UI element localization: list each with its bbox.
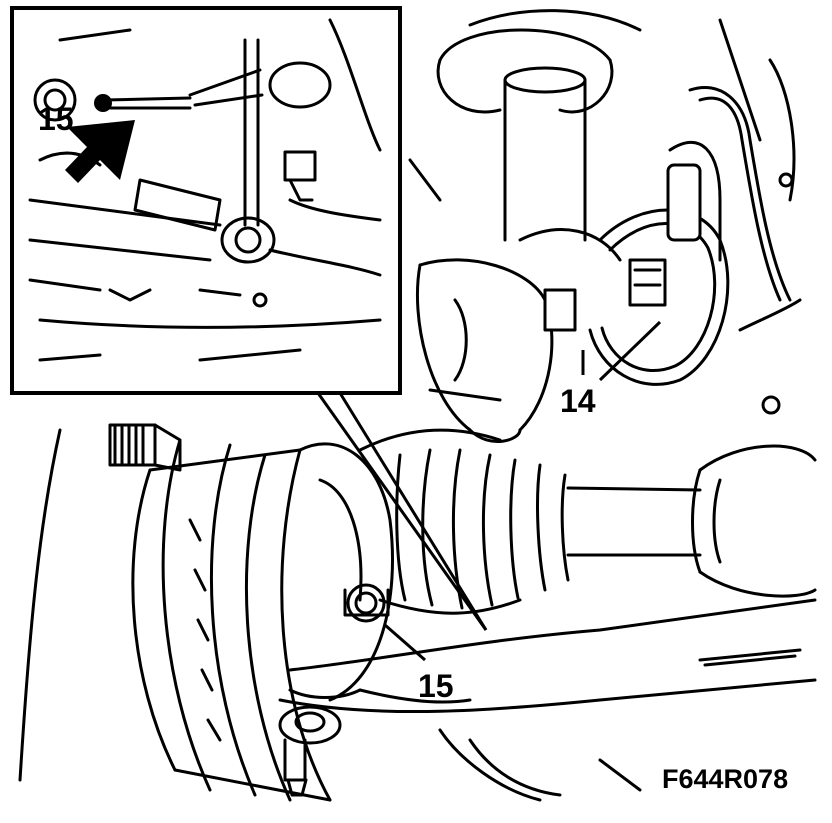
- drive-shaft: [566, 444, 817, 598]
- inset-panel: [10, 6, 402, 395]
- brake-disc: [131, 438, 332, 802]
- callout-inset-15: 15: [38, 101, 74, 137]
- ball-joint: [278, 705, 342, 797]
- steering-knuckle: [416, 258, 554, 444]
- wheel-stud: [108, 423, 182, 472]
- arrow-icon: [65, 120, 135, 183]
- callout-14: 14: [560, 383, 596, 419]
- abs-wheel-sensor: [543, 258, 667, 332]
- figure-code: F644R078: [662, 764, 788, 794]
- abs-sensor-cable: [518, 85, 802, 386]
- wheel-hub: [288, 442, 394, 702]
- lower-control-arm: [278, 598, 817, 714]
- callout-15: 15: [418, 668, 454, 704]
- leader-lines: [316, 320, 662, 662]
- spring-strut: [436, 9, 642, 242]
- hub-bolt: [343, 583, 390, 623]
